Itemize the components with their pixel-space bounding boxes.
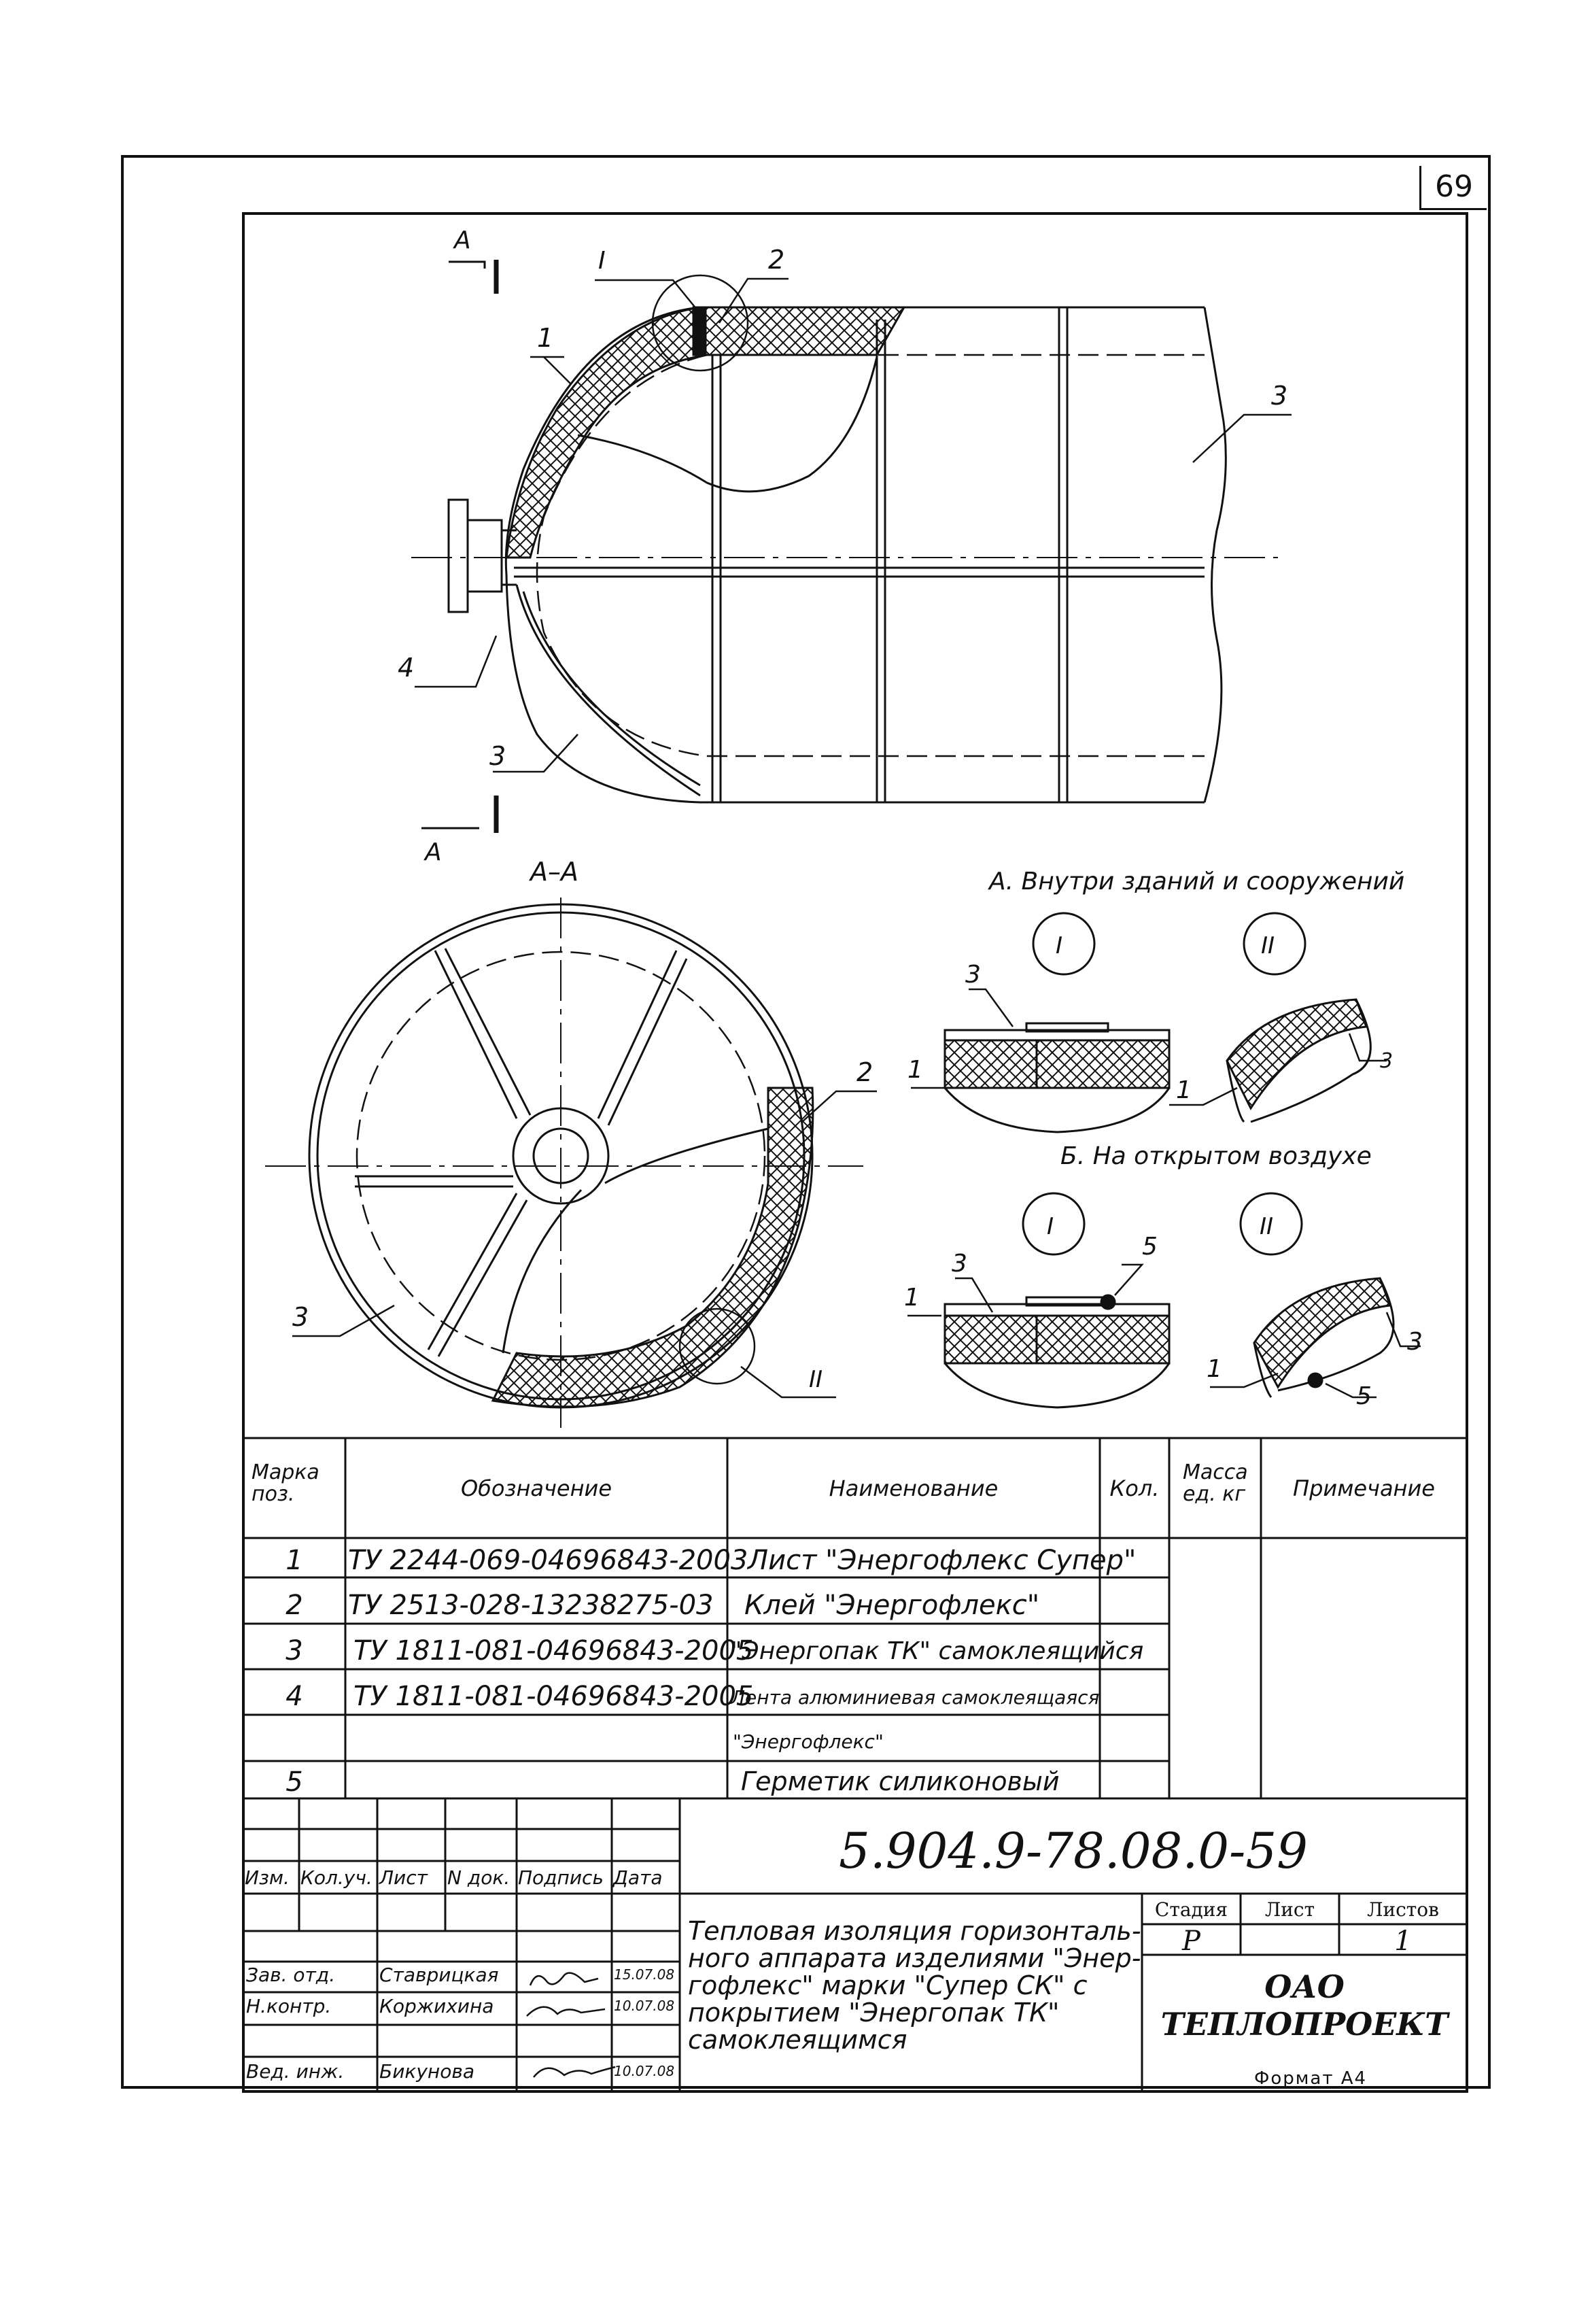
detail-a-label-3: 3 (965, 961, 981, 989)
col-header-list: Лист (379, 1866, 428, 1889)
detail-b (944, 1192, 1395, 1409)
row-1-pos: 1 (285, 1545, 303, 1576)
description-line-5: самоклеящимся (688, 2025, 907, 2055)
inner-frame (242, 212, 1468, 2093)
col-header-podpis: Подпись (518, 1866, 604, 1889)
detail-a-title: А. Внутри зданий и сооружений (988, 868, 1404, 895)
row-3-pos: 3 (285, 1635, 303, 1667)
detail-b-label-5b: 5 (1356, 1382, 1372, 1410)
label-1-top: 1 (537, 323, 553, 353)
col-header-kol-uch: Кол.уч. (300, 1866, 373, 1889)
signer-1-name: Ставрицкая (379, 1964, 499, 1986)
section-title: A–A (528, 857, 578, 887)
signer-3-name: Бикунова (379, 2060, 474, 2083)
row-2-name: Клей "Энергофлекс" (744, 1590, 1040, 1621)
header-name: Наименование (829, 1475, 999, 1501)
detail-a-label-1b: 1 (1176, 1076, 1192, 1104)
callout-II-circle (678, 1308, 756, 1385)
page-number: 69 (1419, 166, 1487, 210)
label-3-section: 3 (292, 1302, 309, 1332)
description-line-3: гофлекс" марки "Супер СК" с (688, 1970, 1088, 2000)
detail-a (944, 912, 1372, 1133)
label-3-right: 3 (1271, 381, 1287, 411)
nozzle (447, 498, 517, 613)
sheet-frame (121, 155, 1491, 2089)
row-1-name: Лист "Энергофлекс Супер" (748, 1545, 1137, 1576)
signer-2-role: Н.контр. (246, 1995, 332, 2017)
row-4-designation: ТУ 1811-081-04696843-2005 (353, 1681, 754, 1712)
row-3-designation: ТУ 1811-081-04696843-2005 (353, 1635, 754, 1667)
header-designation: Обозначение (460, 1475, 612, 1501)
description-line-4: покрытием "Энергопак ТК" (688, 1998, 1060, 2028)
detail-b-I: I (1047, 1213, 1054, 1240)
header-note: Примечание (1293, 1475, 1435, 1501)
title-block-grid (243, 1798, 1467, 2091)
signer-3-role: Вед. инж. (246, 2060, 345, 2083)
row-4-pos: 4 (285, 1681, 303, 1712)
org-line-1: ОАО (1264, 1968, 1345, 2005)
signer-1-date: 15.07.08 (614, 1966, 675, 1983)
signer-3-date: 10.07.08 (614, 2063, 675, 2079)
signer-2-name: Коржихина (379, 1995, 494, 2017)
detail-b-label-1: 1 (904, 1284, 920, 1312)
document-code: 5.904.9-78.08.0-59 (839, 1822, 1308, 1879)
detail-b-label-5: 5 (1142, 1233, 1158, 1261)
detail-a-II: II (1261, 932, 1275, 959)
stage-label: Стадия (1154, 1898, 1228, 1921)
detail-a-label-1: 1 (907, 1056, 923, 1084)
sheet-label: Лист (1264, 1898, 1315, 1921)
section-mark-top: A (453, 226, 471, 254)
detail-b-label-3: 3 (952, 1250, 967, 1278)
header-mass: Масса ед. кг (1183, 1460, 1248, 1506)
detail-b-II: II (1260, 1213, 1273, 1240)
row-2-pos: 2 (285, 1590, 303, 1621)
detail-b-label-3b: 3 (1407, 1328, 1423, 1356)
row-6-name: Герметик силиконовый (741, 1766, 1060, 1796)
side-view (504, 306, 1227, 804)
callout-I-circle (651, 274, 749, 372)
signer-1-role: Зав. отд. (246, 1964, 336, 1986)
sheets-value: 1 (1394, 1926, 1412, 1957)
row-4-name: Лента алюминиевая самоклеящаяся (731, 1686, 1100, 1709)
row-5-name: "Энергофлекс" (733, 1730, 884, 1753)
callout-I-label: I (598, 247, 606, 275)
detail-b-label-1b: 1 (1207, 1355, 1222, 1383)
description-line-1: Тепловая изоляция горизонталь- (688, 1916, 1141, 1946)
label-3-lower: 3 (489, 741, 506, 771)
row-6-pos: 5 (285, 1766, 303, 1798)
label-2-section: 2 (856, 1057, 873, 1087)
header-mark: Марка поз. (252, 1460, 319, 1506)
header-qty: Кол. (1109, 1475, 1160, 1501)
side-view-hidden (536, 354, 1205, 757)
format-label: Формат А4 (1254, 2068, 1368, 2089)
detail-a-label-3b: 3 (1380, 1049, 1393, 1073)
detail-b-title: Б. На открытом воздухе (1060, 1142, 1372, 1170)
col-header-n-dok: N док. (447, 1866, 510, 1889)
label-2-top: 2 (768, 245, 784, 275)
col-header-izm: Изм. (245, 1866, 290, 1889)
detail-a-I: I (1056, 932, 1062, 959)
row-1-designation: ТУ 2244-069-04696843-2003 (348, 1545, 748, 1576)
signer-2-date: 10.07.08 (614, 1998, 675, 2014)
section-mark-bottom: A (423, 838, 442, 866)
stage-value: Р (1182, 1926, 1200, 1957)
col-header-data: Дата (613, 1866, 663, 1889)
label-4: 4 (398, 653, 414, 683)
org-line-2: ТЕПЛОПРОЕКТ (1160, 2006, 1449, 2043)
leaders (415, 277, 1292, 773)
row-3-name: "Энергопак ТК" самоклеящийся (731, 1637, 1144, 1665)
description-line-2: ного аппарата изделиями "Энер- (688, 1943, 1141, 1973)
callout-II-section: II (809, 1366, 823, 1393)
row-2-designation: ТУ 2513-028-13238275-03 (348, 1590, 714, 1621)
sheets-label: Листов (1367, 1898, 1439, 1921)
